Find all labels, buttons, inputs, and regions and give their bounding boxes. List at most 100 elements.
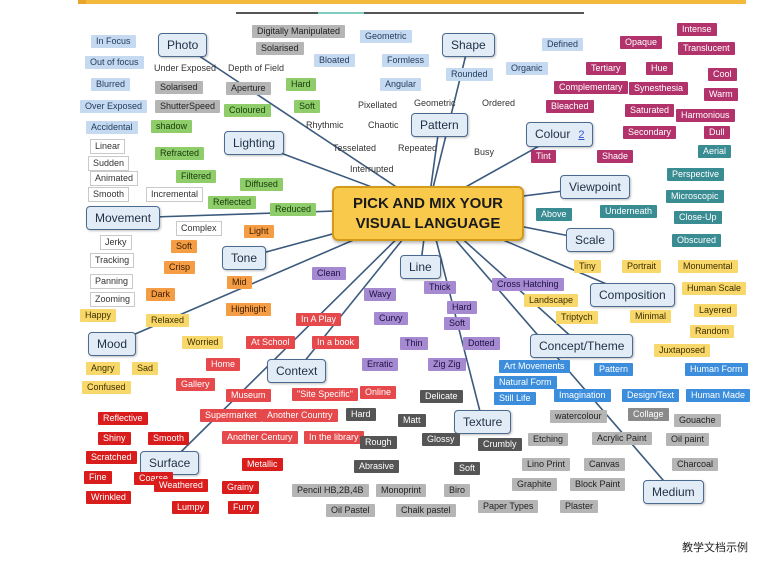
word-filtered: Filtered — [176, 170, 217, 183]
word-tiny: Tiny — [574, 260, 601, 273]
word-still-life: Still Life — [494, 392, 536, 405]
word-hard: Hard — [346, 408, 376, 421]
word-dotted: Dotted — [463, 337, 500, 350]
word-geometric: Geometric — [360, 30, 412, 43]
word-refracted: Refracted — [155, 147, 205, 160]
word-diffused: Diffused — [240, 178, 283, 191]
word-reduced: Reduced — [270, 203, 317, 216]
word-sad: Sad — [132, 362, 159, 375]
category-label: Scale — [575, 233, 606, 247]
word-another-century: Another Century — [222, 431, 298, 444]
category-context: Context — [267, 359, 327, 383]
word-furry: Furry — [228, 501, 259, 514]
word-formless: Formless — [382, 54, 430, 67]
word-shiny: Shiny — [98, 432, 131, 445]
category-label: Pattern — [420, 118, 459, 132]
word-lumpy: Lumpy — [172, 501, 210, 514]
word-tint: Tint — [531, 150, 556, 163]
word-etching: Etching — [528, 433, 569, 446]
category-pattern: Pattern — [411, 113, 468, 137]
word-delicate: Delicate — [420, 390, 463, 403]
category-line: Line — [400, 255, 441, 279]
category-label: Shape — [451, 38, 486, 52]
word-tertiary: Tertiary — [586, 62, 626, 75]
category-concept-theme: Concept/Theme — [530, 334, 634, 358]
word-busy: Busy — [474, 147, 495, 157]
word-repeated: Repeated — [398, 143, 438, 153]
category-label: Viewpoint — [569, 180, 621, 194]
word-dull: Dull — [704, 126, 730, 139]
category-composition: Composition — [590, 283, 675, 307]
word-complementary: Complementary — [554, 81, 628, 94]
center-title-line2: VISUAL LANGUAGE — [355, 214, 501, 232]
word-thick: Thick — [424, 281, 456, 294]
word-obscured: Obscured — [672, 234, 722, 247]
word-scratched: Scratched — [86, 451, 137, 464]
word-intense: Intense — [677, 23, 717, 36]
word-landscape: Landscape — [524, 294, 579, 307]
word-human-form: Human Form — [685, 363, 748, 376]
colour-reference-link[interactable]: 2 — [578, 129, 585, 141]
word-linear: Linear — [90, 139, 126, 154]
word-worried: Worried — [182, 336, 224, 349]
word-natural-form: Natural Form — [494, 376, 557, 389]
word-cool: Cool — [708, 68, 737, 81]
word-in-focus: In Focus — [91, 35, 136, 48]
word-out-of-focus: Out of focus — [85, 56, 144, 69]
word-perspective: Perspective — [667, 168, 725, 181]
word-solarised: Solarised — [155, 81, 203, 94]
word-ordered: Ordered — [482, 98, 516, 108]
word-warm: Warm — [704, 88, 738, 101]
word-in-the-library: In the library — [304, 431, 364, 444]
word-matt: Matt — [398, 414, 426, 427]
word-geometric: Geometric — [414, 98, 456, 108]
category-label: Lighting — [233, 136, 276, 150]
word-coloured: Coloured — [224, 104, 271, 117]
category-mood: Mood — [88, 332, 137, 356]
word-crumbly: Crumbly — [478, 438, 522, 451]
word-rhythmic: Rhythmic — [306, 120, 344, 130]
word-imagination: Imagination — [554, 389, 611, 402]
word-complex: Complex — [176, 221, 222, 236]
word-graphite: Graphite — [512, 478, 557, 491]
word-wrinkled: Wrinkled — [86, 491, 131, 504]
word-clean: Clean — [312, 267, 346, 280]
category-label: Movement — [95, 211, 152, 225]
word-cross-hatching: Cross Hatching — [492, 278, 564, 291]
word-paper-types: Paper Types — [478, 500, 539, 513]
word-angular: Angular — [380, 78, 422, 91]
word-over-exposed: Over Exposed — [80, 100, 148, 113]
category-label: Colour — [535, 127, 571, 141]
word-underneath: Underneath — [600, 205, 658, 218]
word-crisp: Crisp — [164, 261, 196, 274]
top-accent-bar — [78, 0, 746, 4]
word-canvas: Canvas — [584, 458, 625, 471]
category-lighting: Lighting — [224, 131, 285, 155]
connector-texture — [427, 207, 484, 423]
word-metallic: Metallic — [242, 458, 283, 471]
word-incremental: Incremental — [146, 187, 204, 202]
word-site-specific: "Site Specific" — [292, 388, 358, 401]
category-label: Medium — [652, 485, 695, 499]
word-glossy: Glossy — [422, 433, 460, 446]
word-another-country: Another Country — [262, 409, 338, 422]
word-soft: Soft — [294, 100, 321, 113]
word-in-a-play: In A Play — [296, 313, 342, 326]
word-bleached: Bleached — [546, 100, 594, 113]
category-surface: Surface — [140, 451, 200, 475]
word-solarised: Solarised — [256, 42, 304, 55]
word-bloated: Bloated — [314, 54, 355, 67]
word-blurred: Blurred — [91, 78, 131, 91]
word-hard: Hard — [447, 301, 477, 314]
word-monumental: Monumental — [678, 260, 738, 273]
word-biro: Biro — [444, 484, 471, 497]
category-medium: Medium — [643, 480, 704, 504]
word-at-school: At School — [246, 336, 295, 349]
word-hard: Hard — [286, 78, 316, 91]
header-rule — [236, 12, 584, 14]
word-home: Home — [206, 358, 241, 371]
word-dark: Dark — [146, 288, 176, 301]
word-triptych: Triptych — [556, 311, 598, 324]
word-pixellated: Pixellated — [358, 100, 398, 110]
word-under-exposed: Under Exposed — [154, 63, 217, 73]
